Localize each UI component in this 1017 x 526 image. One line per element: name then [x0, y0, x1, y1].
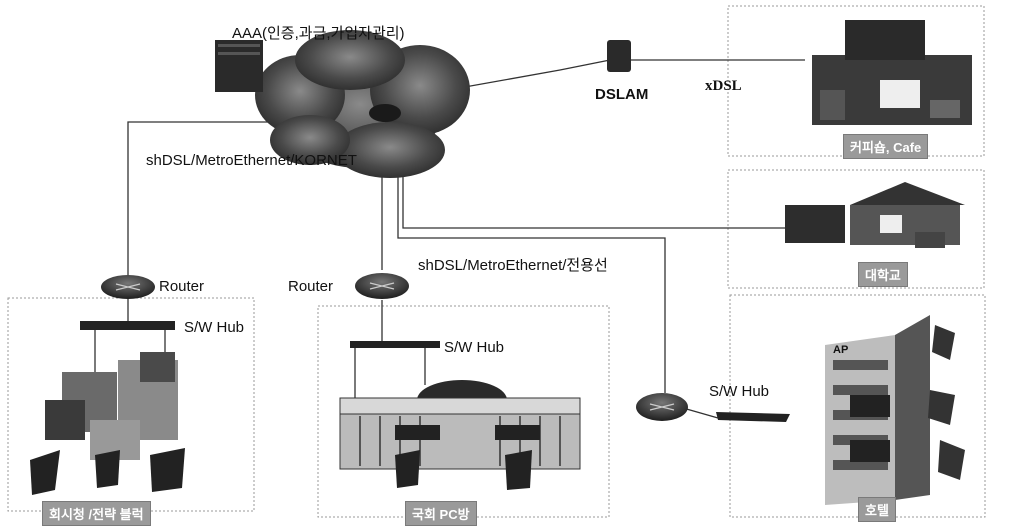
assembly-building-icon: [339, 380, 581, 490]
university-building-icon: [785, 182, 965, 248]
city-hall-site-badge: 회시청 /전략 블럭: [42, 501, 151, 526]
hotel-building-icon: [825, 315, 965, 505]
link-router-hub-right: [682, 407, 719, 419]
internet-cloud: [255, 30, 470, 178]
dslam-label: DSLAM: [595, 86, 649, 103]
hub-right-label: S/W Hub: [709, 383, 770, 400]
hub-center-label: S/W Hub: [444, 339, 505, 356]
router-center-icon: [355, 273, 409, 299]
switch-hub-left-icon: [80, 321, 175, 330]
university-site-badge: 대학교: [858, 262, 908, 287]
uplink-center-label: shDSL/MetroEthernet/전용선: [418, 257, 608, 274]
router-left-label: Router: [159, 278, 205, 295]
router-hotel-icon: [636, 393, 688, 421]
dslam-icon: [607, 40, 631, 72]
university-frame: [727, 169, 985, 289]
router-left-icon: [101, 275, 155, 299]
assembly-site-badge: 국회 PC방: [405, 501, 477, 526]
hotel-site-badge: 호텔: [858, 497, 896, 522]
aaa-label: AAA(인증,과금,가입자관리): [232, 25, 405, 42]
link-cloud-router-hotel: [397, 175, 666, 393]
switch-hub-center-icon: [350, 341, 440, 348]
city-hall-building-icon: [30, 352, 185, 495]
cafe-building-icon: [812, 20, 972, 125]
assembly-frame: [317, 305, 610, 518]
aaa-server-icon: [215, 40, 263, 92]
switch-hub-right-icon: [716, 412, 790, 422]
uplink-left-label: shDSL/MetroEthernet/KORNET: [146, 152, 357, 169]
link-cloud-router-left: [127, 121, 300, 278]
hotel-frame: [729, 294, 986, 518]
cloud-core-router-icon: [369, 104, 401, 122]
link-cloud-university: [402, 165, 790, 229]
hub-left-label: S/W Hub: [184, 319, 245, 336]
router-center-label: Router: [288, 278, 334, 295]
xdsl-label: xDSL: [705, 78, 742, 94]
cafe-site-badge: 커피숍, Cafe: [843, 134, 929, 159]
ap-label: AP: [833, 344, 849, 356]
